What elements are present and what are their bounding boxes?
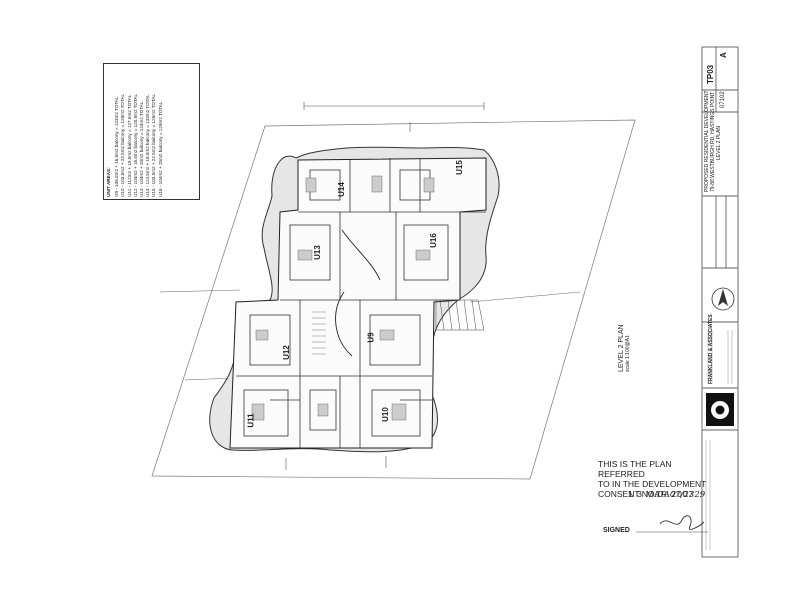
unit-label-u12: U12 [281,345,291,360]
north-arrow [711,287,735,311]
title-block [701,46,739,558]
external-ramp [435,299,485,331]
furniture [251,175,435,421]
unit-label-u14: U14 [336,182,346,197]
plan-scale: scale 1:100@A1 [625,335,631,372]
unit-label-u16: U16 [428,233,438,248]
unit-label-u9: U9 [366,332,376,343]
approval-stamp: THIS IS THE PLAN REFERRED TO IN THE DEVE… [598,459,718,500]
stamp-line-3: CONSENT No. [598,489,657,499]
signature-mark [659,515,705,530]
site-boundary [151,119,636,480]
job-number: 07102 [720,91,726,108]
unit-label-u10: U10 [380,407,390,422]
unit-label-u15: U15 [454,160,464,175]
unit-area-row: U16 - 104m2 + 25m2 balcony = 129m2 TOTAL [157,101,163,197]
plan-title: LEVEL 2 PLAN scale 1:100@A1 [618,324,631,372]
stamp-date: 1 3 MAR 2007 [628,489,695,499]
building-footprint [229,157,487,449]
stair-treads [312,311,326,355]
stair-core [341,229,381,281]
plan-title-text: LEVEL 2 PLAN [618,324,625,372]
sheet-number: TP03 [706,64,715,84]
revision-letter: A [719,52,728,58]
title-block-notes [705,330,733,550]
firm-name: FRANKLAND & ASSOCIATES [708,314,714,384]
unit-label-u13: U13 [312,245,322,260]
consent-number: DA07/2329 [656,490,706,500]
stamp-line-1: THIS IS THE PLAN REFERRED [598,459,672,479]
firm-logo [706,393,734,426]
unit-areas-heading: UNIT AREAS: [106,167,111,197]
unit-label-u11: U11 [246,413,256,428]
signed-label: SIGNED [603,527,630,534]
internal-walls [236,158,486,448]
drawing-name: LEVEL 2 PLAN [716,125,722,160]
unit-areas-legend: UNIT AREAS: U9 - 106.5m2 + 16.5m2 balcon… [103,63,200,200]
stamp-line-2: TO IN THE DEVELOPMENT [598,479,707,489]
